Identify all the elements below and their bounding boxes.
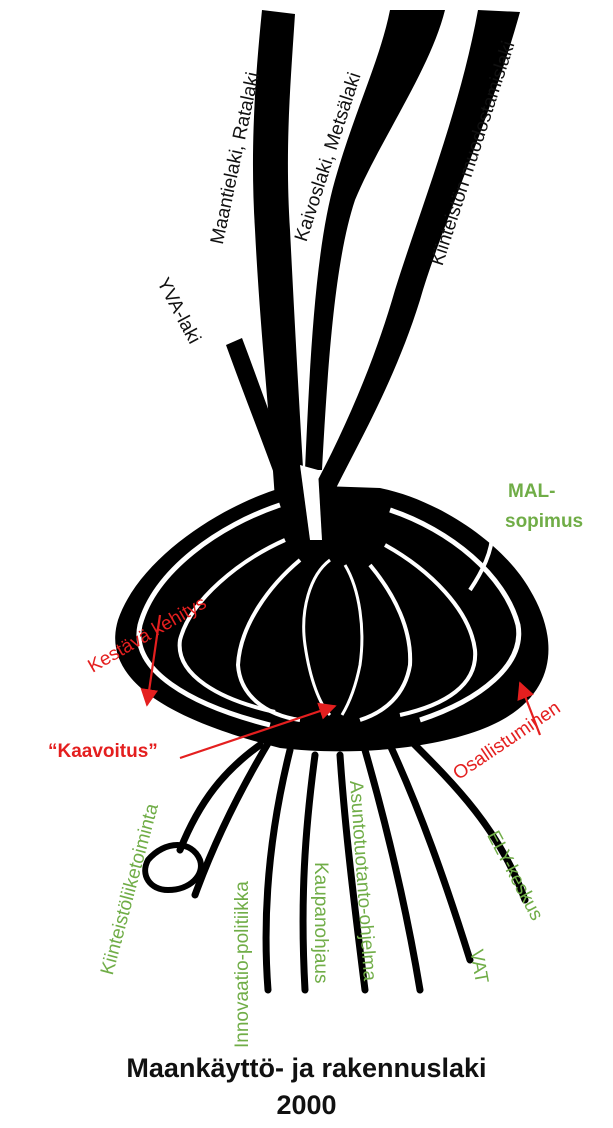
root-pebble (145, 845, 201, 890)
label-sopimus: sopimus (505, 512, 583, 531)
label-kaavoitus: “Kaavoitus” (48, 742, 158, 761)
diagram-title-line1: Maankäyttö- ja rakennuslaki (0, 1055, 613, 1082)
label-mal: MAL- (508, 482, 555, 501)
diagram-title-line2: 2000 (0, 1092, 613, 1119)
onion-stems (226, 10, 520, 500)
label-kaupanohjaus: Kaupanohjaus (311, 862, 330, 984)
label-innovaatio-politiikka: Innovaatio-politiikka (233, 881, 252, 1048)
